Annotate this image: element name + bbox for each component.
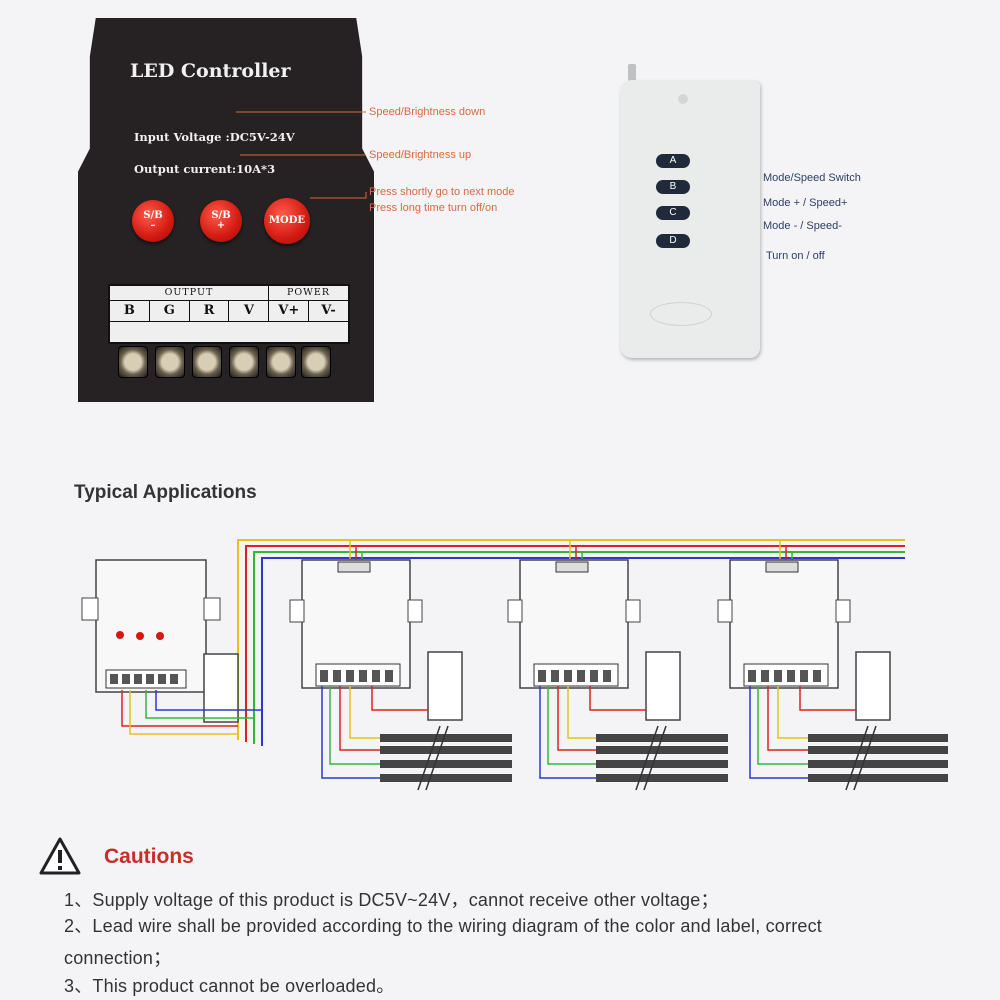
button-label-top: S/B [211, 209, 231, 221]
mode-button[interactable]: MODE [264, 198, 310, 244]
brightness-down-button[interactable]: S/B – [132, 200, 174, 242]
screw-terminal [155, 346, 185, 378]
screw-terminal [301, 346, 331, 378]
caution-line-1: 1、Supply voltage of this product is DC5V… [64, 890, 719, 910]
callout-mode-short: Press shortly go to next mode [369, 186, 515, 198]
output-group-label: OUTPUT [110, 286, 269, 300]
terminal-label: V+ [269, 301, 310, 321]
diagram-power-supply [203, 653, 239, 723]
rf-remote-photo: A B C D [620, 80, 760, 358]
screw-terminal [266, 346, 296, 378]
diagram-controller [81, 559, 221, 693]
led-strips [380, 725, 948, 791]
remote-button-b[interactable]: B [656, 180, 690, 194]
applications-title: Typical Applications [74, 482, 257, 503]
callout-lines [236, 111, 761, 257]
remote-label-b: Mode + / Speed+ [763, 197, 848, 209]
caution-line-2: 2、Lead wire shall be provided according … [64, 916, 823, 936]
screw-terminal [118, 346, 148, 378]
caution-line-3: connection； [64, 948, 172, 968]
diagram-amplifier-3 [717, 559, 891, 721]
output-current-spec: Output current:10A*3 [134, 162, 276, 176]
callout-mode-long: Press long time turn off/on [369, 202, 498, 214]
input-voltage-spec: Input Voltage :DC5V-24V [134, 130, 295, 144]
remote-button-a[interactable]: A [656, 154, 690, 168]
button-label-bottom: + [216, 220, 226, 231]
terminal-label: B [110, 301, 150, 321]
button-label-top: MODE [268, 214, 306, 226]
terminal-label: V- [321, 303, 336, 318]
terminal-label: V [229, 301, 270, 321]
diagram-amplifier-1 [289, 559, 463, 721]
remote-label-d: Turn on / off [766, 250, 825, 262]
screw-terminal [229, 346, 259, 378]
remote-label-a: Mode/Speed Switch [763, 172, 861, 184]
terminal-label-block: OUTPUT POWER B G R V V+ V- [108, 284, 350, 344]
power-group-label: POWER [286, 287, 331, 298]
diagram-amplifier-2 [507, 559, 681, 721]
led-controller-photo: LED Controller Input Voltage :DC5V-24V O… [78, 18, 374, 402]
remote-led [678, 94, 688, 104]
button-label-bottom: – [150, 220, 156, 231]
remote-button-c[interactable]: C [656, 206, 690, 220]
controller-title: LED Controller [130, 60, 291, 82]
remote-emboss [650, 302, 712, 326]
wiring-diagram [81, 539, 948, 791]
screw-terminal [192, 346, 222, 378]
callout-brightness-up: Speed/Brightness up [369, 149, 472, 161]
terminal-label: R [190, 301, 230, 321]
button-label-top: S/B [143, 209, 163, 221]
cautions-title: Cautions [104, 845, 194, 868]
remote-button-d[interactable]: D [656, 234, 690, 248]
callout-brightness-down: Speed/Brightness down [369, 106, 486, 118]
caution-line-4: 3、This product cannot be overloaded。 [64, 976, 395, 996]
remote-label-c: Mode - / Speed- [763, 220, 842, 232]
remote-antenna [628, 64, 636, 86]
warning-icon [39, 837, 81, 875]
terminal-label: G [150, 301, 190, 321]
brightness-up-button[interactable]: S/B + [200, 200, 242, 242]
